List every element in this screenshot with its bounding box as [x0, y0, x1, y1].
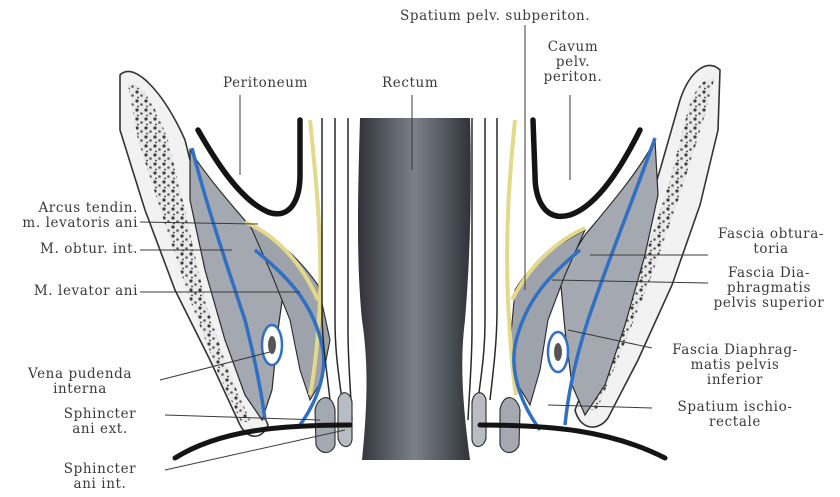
label-levator-ani: M. levator ani — [8, 284, 138, 299]
label-obturator-internus: M. obtur. int. — [8, 242, 138, 257]
rectum — [358, 118, 471, 460]
left-pudendal-canal — [262, 325, 282, 365]
label-rectum: Rectum — [382, 76, 438, 91]
label-cavum: Cavum pelv. periton. — [528, 40, 618, 85]
label-fascia-superior: Fascia Dia- phragmatis pelvis superior — [700, 266, 838, 311]
label-spatium-ischiorectale: Spatium ischio- rectale — [660, 400, 810, 430]
label-vena-pudenda: Vena pudenda interna — [10, 367, 150, 397]
label-arcus-tendineus: Arcus tendin. m. levatoris ani — [8, 201, 138, 231]
left-rectal-wall — [322, 118, 352, 420]
right-sphincter-int — [472, 393, 486, 447]
label-peritoneum: Peritoneum — [223, 76, 308, 91]
right-pudendal-canal — [548, 332, 568, 372]
label-spatium-subperiton: Spatium pelv. subperiton. — [400, 9, 590, 24]
label-fascia-obturatoria: Fascia obtura- toria — [706, 227, 836, 257]
left-sphincter-int — [338, 393, 352, 447]
label-sphincter-ext: Sphincter ani ext. — [40, 407, 160, 437]
label-sphincter-int: Sphincter ani int. — [40, 462, 160, 492]
label-fascia-inferior: Fascia Diaphrag- matis pelvis inferior — [660, 343, 810, 388]
right-rectal-wall — [468, 118, 497, 420]
